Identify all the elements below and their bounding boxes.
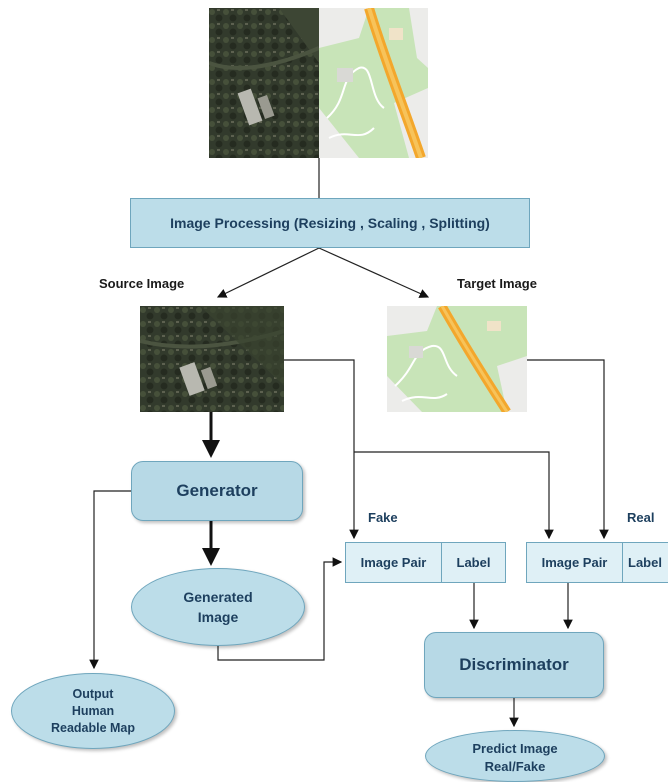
real-image-pair-label: Image Pair: [541, 555, 608, 570]
real-label-cell: Label: [622, 542, 668, 583]
generator-box: Generator: [131, 461, 303, 521]
fake-image-pair-cell: Image Pair: [345, 542, 442, 583]
satellite-image: [140, 306, 284, 412]
source-image: [140, 306, 284, 412]
real-label: Real: [627, 510, 655, 525]
real-label-text: Label: [628, 555, 662, 570]
fake-image-pair-label: Image Pair: [360, 555, 427, 570]
generated-image-ellipse: Generated Image: [131, 568, 305, 646]
source-image-label: Source Image: [99, 276, 185, 291]
image-processing-label: Image Processing (Resizing , Scaling , S…: [170, 215, 490, 231]
generated-image-label: Generated Image: [183, 589, 253, 625]
discriminator-label: Discriminator: [459, 655, 569, 674]
target-image-label: Target Image: [457, 276, 537, 291]
image-processing-box: Image Processing (Resizing , Scaling , S…: [130, 198, 530, 248]
fake-label-text: Label: [456, 555, 491, 570]
predict-label: Predict Image Real/Fake: [472, 741, 558, 774]
satellite-map-split-image: [209, 8, 428, 158]
input-image-pair: [209, 8, 428, 158]
generator-label: Generator: [176, 481, 258, 500]
output-ellipse: Output Human Readable Map: [11, 673, 175, 749]
fake-label: Fake: [368, 510, 398, 525]
map-image: [387, 306, 527, 412]
predict-ellipse: Predict Image Real/Fake: [425, 730, 605, 782]
fake-label-cell: Label: [441, 542, 506, 583]
real-image-pair-cell: Image Pair: [526, 542, 623, 583]
target-image: [387, 306, 527, 412]
output-label: Output Human Readable Map: [50, 686, 136, 735]
discriminator-box: Discriminator: [424, 632, 604, 698]
